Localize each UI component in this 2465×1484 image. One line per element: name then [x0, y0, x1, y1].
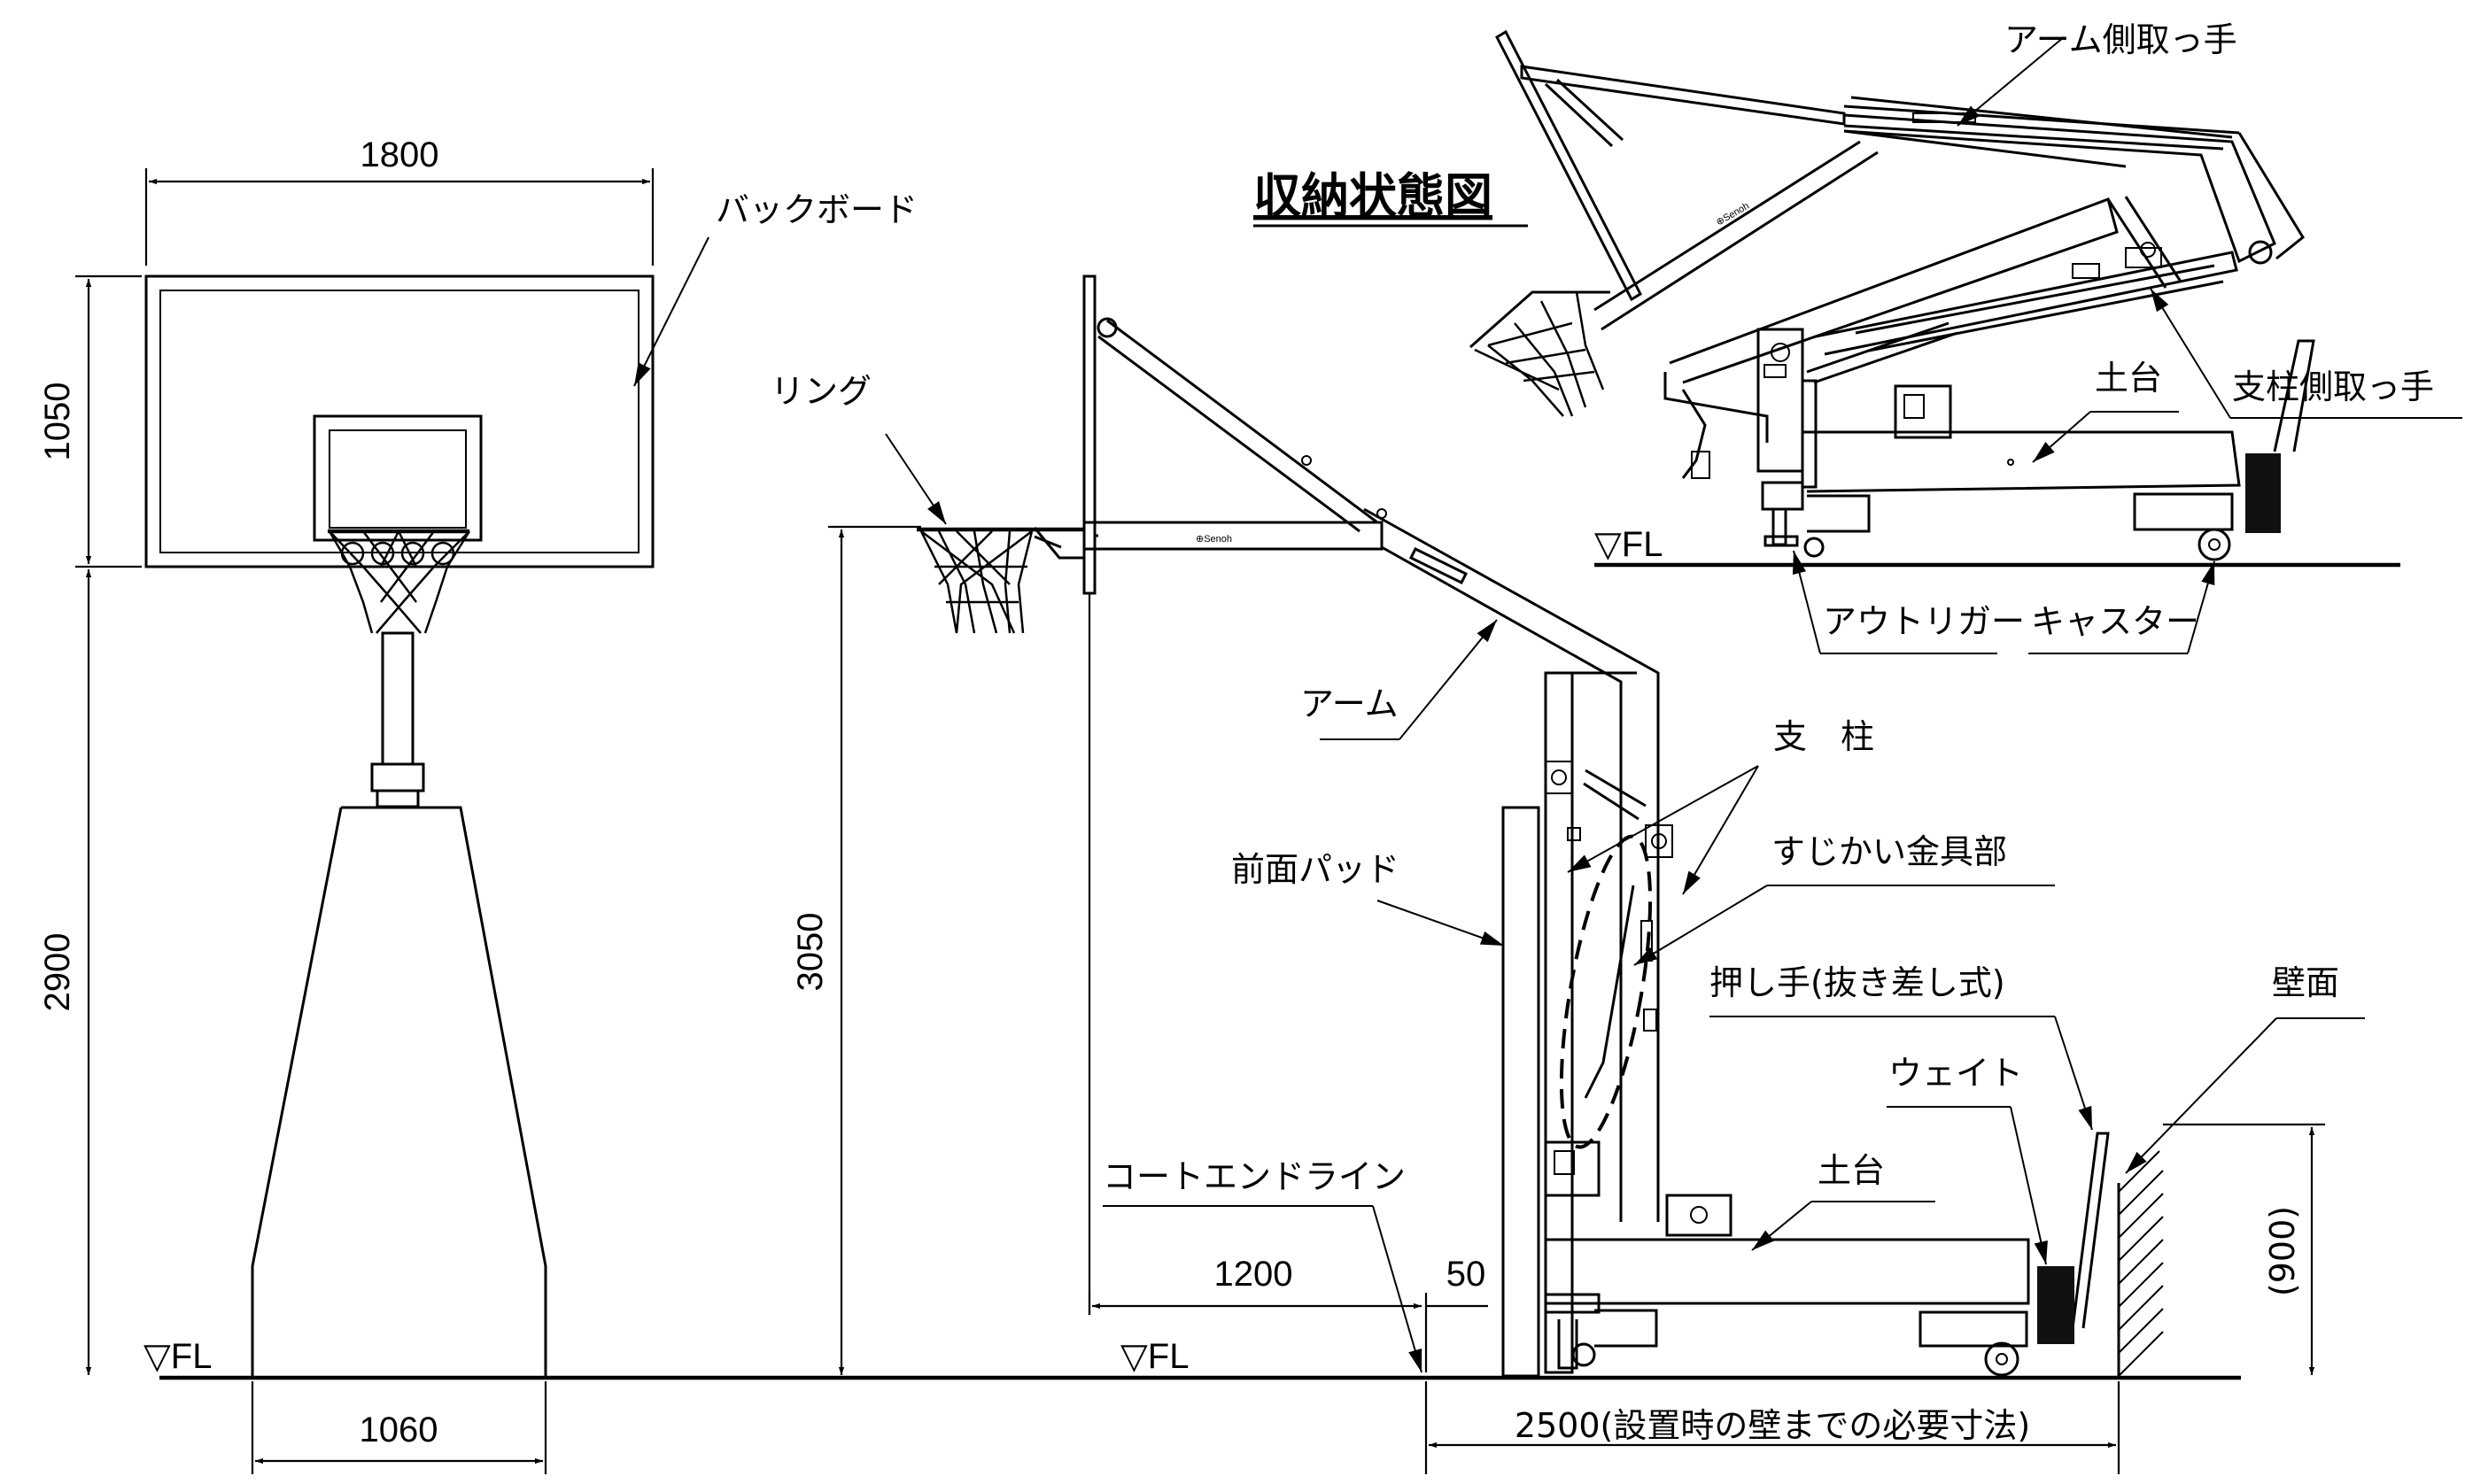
label-weight: ウェイト	[1888, 1054, 2023, 1093]
label-stowed-base: 土台	[2095, 359, 2162, 398]
front-base	[251, 806, 547, 1378]
fl-label-side: ▽FL	[1120, 1337, 1189, 1376]
label-post-handle: 支柱側取っ手	[2232, 367, 2434, 406]
label-outrigger: アウトリガー	[1823, 602, 2025, 641]
wall-hatch	[2118, 1150, 2164, 1377]
label-base: 土台	[1818, 1151, 1885, 1190]
side-base	[1544, 1238, 2030, 1305]
fl-label-front: ▽FL	[143, 1337, 212, 1376]
side-post	[1544, 671, 1574, 1374]
label-backboard: バックボード	[716, 190, 918, 229]
front-view	[144, 274, 655, 1378]
backboard-height-dim: 1050	[38, 383, 77, 461]
target-square	[313, 414, 483, 542]
front-post	[381, 631, 415, 766]
fl-label-stowed: ▽FL	[1594, 525, 1663, 564]
label-ring: リング	[771, 372, 872, 411]
label-arm-handle: アーム側取っ手	[2004, 20, 2237, 59]
label-brace: すじかい金具部	[1771, 832, 2007, 871]
label-caster: キャスター	[2031, 602, 2199, 641]
svg-text:⊕Senoh: ⊕Senoh	[1196, 534, 1232, 545]
stowed-title: 収納状態図	[1253, 168, 1492, 224]
wall-height-dim: (900)	[2263, 1206, 2302, 1296]
label-post: 支 柱	[1773, 717, 1874, 756]
extension-dim: 1200	[1214, 1255, 1293, 1294]
stowed-backboard	[1495, 29, 1642, 302]
label-court-end-line: コートエンドライン	[1103, 1157, 1406, 1196]
offset-dim: 50	[1446, 1255, 1486, 1294]
backboard	[144, 274, 655, 568]
label-push-handle: 押し手(抜き差し式)	[1709, 963, 2005, 1002]
side-view: ⊕Senoh	[917, 274, 2164, 1378]
stowed-view: ⊕Senoh	[1469, 29, 2315, 561]
base-width-dim: 1060	[360, 1411, 438, 1449]
required-depth-dim: 2500(設置時の壁までの必要寸法)	[1515, 1406, 2030, 1445]
backboard-width-dim: 1800	[360, 135, 439, 174]
side-backboard	[1082, 274, 1097, 595]
weight-block	[2037, 1266, 2074, 1344]
front-pad	[1501, 806, 1540, 1378]
label-wall: 壁面	[2272, 963, 2339, 1002]
label-arm: アーム	[1300, 684, 1399, 723]
ring-height-dim: 3050	[791, 913, 830, 992]
stowed-base	[1802, 430, 2241, 493]
post-height-dim: 2900	[38, 933, 77, 1012]
brace-highlight	[1559, 834, 1653, 1149]
label-front-pad: 前面パッド	[1231, 850, 1399, 889]
